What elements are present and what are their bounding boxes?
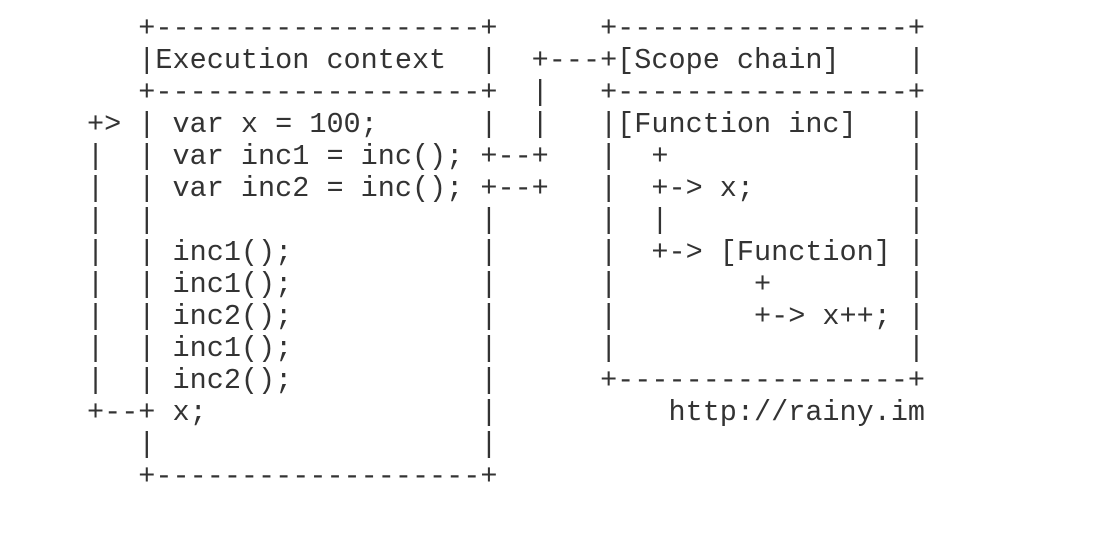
closure-scope-ascii-diagram: +-------------------+ +-----------------…	[87, 12, 926, 493]
